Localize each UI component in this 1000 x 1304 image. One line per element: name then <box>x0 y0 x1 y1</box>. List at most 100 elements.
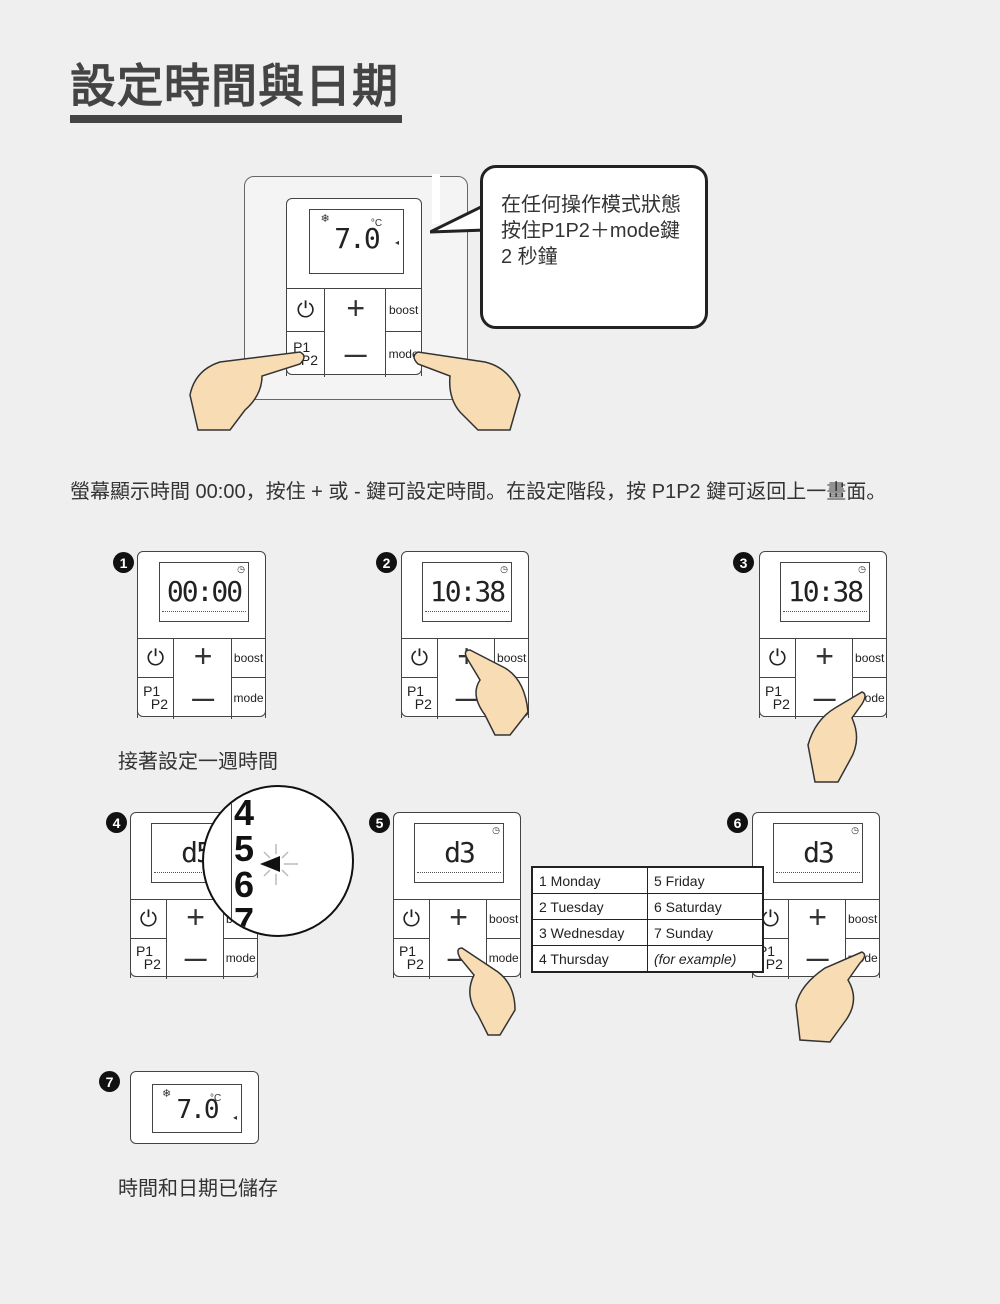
boost-button[interactable]: boost <box>385 288 422 332</box>
boost-label: boost <box>489 911 519 926</box>
mode-button[interactable]: mode <box>494 677 529 718</box>
clock-icon: ◷ <box>237 564 245 574</box>
p1-label: P1 <box>398 943 417 960</box>
mode-button[interactable]: mode <box>486 937 521 978</box>
power-button[interactable]: ⏻ <box>401 638 438 678</box>
plus-button[interactable]: + <box>193 638 213 674</box>
p1-label: P1 <box>135 943 154 960</box>
power-button[interactable]: ⏻ <box>393 899 430 939</box>
lcd-display: 7.0 ❄°C◂ <box>309 209 404 274</box>
mode-button[interactable]: mode <box>223 937 258 978</box>
clock-icon: ◷ <box>500 564 508 574</box>
time-scale <box>776 872 860 879</box>
mode-label: mode <box>496 691 527 705</box>
time-scale <box>783 611 867 618</box>
plus-button[interactable]: + <box>346 290 366 326</box>
p2-label: P2 <box>143 956 161 973</box>
blinking-arrow-icon <box>260 844 298 885</box>
mode-button[interactable]: mode <box>385 331 422 376</box>
minus-button[interactable]: — <box>184 946 207 972</box>
plus-button[interactable]: + <box>449 898 468 935</box>
lcd-display: d3 ◷ <box>773 823 863 883</box>
clock-icon: ◷ <box>858 564 866 574</box>
plus-button[interactable]: + <box>815 638 834 674</box>
minus-button[interactable]: — <box>806 946 829 972</box>
boost-button[interactable]: boost <box>494 638 529 678</box>
power-button[interactable]: ⏻ <box>137 638 175 678</box>
time-scale <box>417 872 501 879</box>
power-button[interactable]: ⏻ <box>759 638 796 678</box>
power-icon: ⏻ <box>146 645 165 670</box>
step-badge: 2 <box>376 552 397 573</box>
minus-button[interactable]: — <box>447 946 470 972</box>
mode-button[interactable]: mode <box>845 937 880 978</box>
p1p2-button[interactable]: P1 P2 <box>137 677 175 718</box>
boost-button[interactable]: boost <box>845 899 880 939</box>
time-scale <box>154 872 238 879</box>
plus-button[interactable]: + <box>808 898 827 935</box>
p1p2-button[interactable]: P1 P2 <box>759 677 796 718</box>
mode-label: mode <box>847 951 878 966</box>
minus-button[interactable]: — <box>813 686 836 711</box>
day-cell: 6 Saturday <box>647 893 764 920</box>
boost-button[interactable]: boost <box>486 899 521 939</box>
magnifier: 3 4 5 6 7 <box>202 785 354 937</box>
mode-button[interactable]: mode <box>852 677 887 718</box>
table-row: 4 Thursday(for example) <box>531 945 764 973</box>
plus-button[interactable]: + <box>186 898 205 935</box>
p2-label: P2 <box>772 696 790 712</box>
minus-button[interactable]: — <box>455 686 478 711</box>
clock-icon: ◷ <box>851 825 859 835</box>
power-icon: ⏻ <box>296 297 315 322</box>
display-value: 10:38 <box>787 575 864 608</box>
day-cell: 5 Friday <box>647 866 764 894</box>
minus-button[interactable]: — <box>344 342 367 367</box>
callout-line: 按住P1P2＋mode鍵 <box>501 220 680 242</box>
callout-bubble: 在任何操作模式狀態 按住P1P2＋mode鍵 2 秒鐘 <box>480 165 708 329</box>
p1p2-button[interactable]: P1 P2 <box>401 677 438 718</box>
boost-button[interactable]: boost <box>231 638 266 678</box>
mode-label: mode <box>488 951 519 966</box>
boost-label: boost <box>848 911 878 926</box>
p1p2-label: P1 P2 <box>143 684 168 712</box>
mode-label: mode <box>388 347 419 361</box>
day-cell: 7 Sunday <box>647 919 764 946</box>
p2-label: P2 <box>765 956 783 973</box>
thermostat-device: 10:38 ◷ ⏻ + — boost P1 P2 mode <box>401 551 529 719</box>
power-button[interactable]: ⏻ <box>130 899 167 939</box>
unit-label: °C <box>370 218 383 229</box>
mode-button[interactable]: mode <box>231 677 266 718</box>
p1p2-button[interactable]: P1 P2 <box>130 937 167 978</box>
boost-label: boost <box>497 651 527 665</box>
speaker-icon: ◂ <box>394 238 399 247</box>
p1p2-label: P1 P2 <box>293 340 318 368</box>
day-cell: (for example) <box>647 945 764 973</box>
mode-label: mode <box>854 691 885 705</box>
thermostat-device: 7.0 ❄°C◂ <box>130 1071 259 1144</box>
p1p2-button[interactable]: P1 P2 <box>286 331 326 376</box>
boost-button[interactable]: boost <box>852 638 887 678</box>
minus-button[interactable]: — <box>192 686 215 711</box>
p2-label: P2 <box>150 696 168 712</box>
power-icon: ⏻ <box>768 645 787 670</box>
p2-label: P2 <box>300 352 318 368</box>
day-digit: 6 <box>234 864 255 905</box>
page-title: 設定時間與日期 <box>70 59 399 113</box>
plus-button[interactable]: + <box>457 638 476 674</box>
boost-label: boost <box>855 651 885 665</box>
day-digit: 4 <box>234 792 255 833</box>
display-value: 7.0 <box>176 1095 220 1125</box>
callout-line: 2 秒鐘 <box>501 246 558 268</box>
step-badge: 7 <box>99 1071 120 1092</box>
day-digit: 7 <box>234 900 255 937</box>
time-scale <box>162 611 246 618</box>
lcd-display: 10:38 ◷ <box>422 562 512 622</box>
power-button[interactable]: ⏻ <box>286 288 326 332</box>
p1p2-button[interactable]: P1 P2 <box>393 937 430 978</box>
